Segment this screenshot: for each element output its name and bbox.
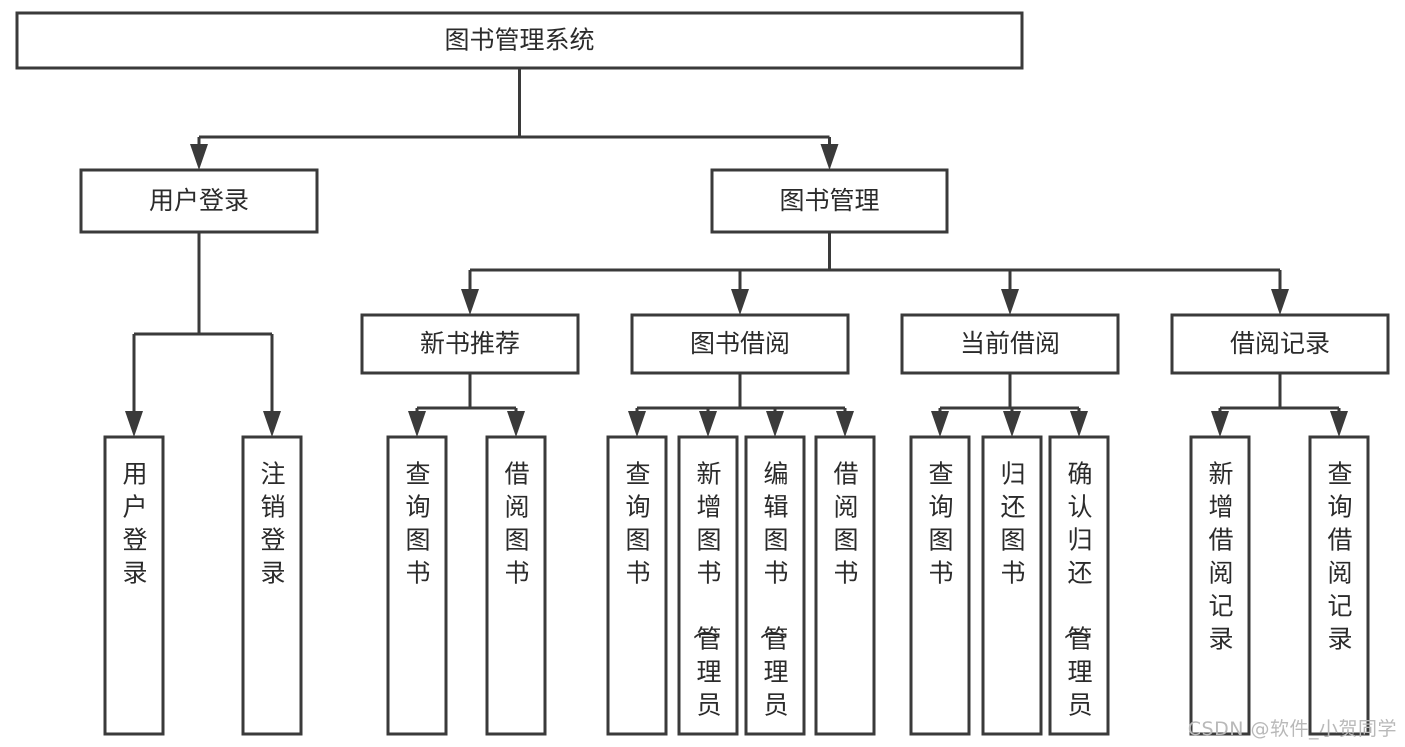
node-leaf-confirm-return[interactable]: 确认归还（管理员） (1048, 435, 1110, 747)
node-root[interactable]: 图书管理系统 (15, 11, 1024, 70)
node-user-login-box[interactable] (79, 168, 319, 234)
node-leaf-borrow-book-1-label: 借阅图书 (504, 460, 529, 588)
node-leaf-query-book-2[interactable]: 查询图书 (606, 435, 668, 736)
user-login-to-leaves-arrow-0 (125, 411, 143, 437)
node-leaf-return-book-box[interactable] (981, 435, 1043, 736)
node-leaf-query-book-2-box[interactable] (606, 435, 668, 736)
node-root-label: 图书管理系统 (444, 26, 594, 55)
node-leaf-borrow-book-2-label: 借阅图书 (833, 460, 858, 588)
node-leaf-add-borrow-record-box[interactable] (1189, 435, 1251, 736)
current-borrow-to-leaves-arrow-0 (931, 411, 949, 437)
node-new-book-recommend[interactable]: 新书推荐 (360, 313, 580, 375)
node-root-box[interactable] (15, 11, 1024, 70)
node-new-book-recommend-label: 新书推荐 (420, 329, 520, 358)
node-book-borrow-box[interactable] (630, 313, 850, 375)
user-login-to-leaves-arrow-1 (263, 411, 281, 437)
connectors-layer (125, 68, 1348, 437)
nodes-layer: 图书管理系统用户登录图书管理新书推荐图书借阅当前借阅借阅记录用户登录注销登录查询… (15, 11, 1390, 747)
book-manage-to-level3-arrow-3 (1271, 289, 1289, 315)
node-leaf-query-book-1-label: 查询图书 (405, 460, 430, 588)
new-book-recommend-to-leaves-arrow-0 (408, 411, 426, 437)
node-borrow-record-box[interactable] (1170, 313, 1390, 375)
node-leaf-borrow-book-2[interactable]: 借阅图书 (814, 435, 876, 736)
node-leaf-edit-book[interactable]: 编辑图书（管理员） (744, 435, 806, 747)
node-leaf-query-book-3-label: 查询图书 (928, 460, 953, 588)
root-to-level2-arrow-0 (190, 144, 208, 170)
node-leaf-confirm-return-box[interactable] (1048, 435, 1110, 736)
node-user-login[interactable]: 用户登录 (79, 168, 319, 234)
node-leaf-query-borrow-record-box[interactable] (1308, 435, 1370, 736)
node-leaf-add-borrow-record-label: 新增借阅记录 (1208, 460, 1233, 654)
node-current-borrow-label: 当前借阅 (960, 329, 1060, 358)
book-borrow-to-leaves-arrow-3 (836, 411, 854, 437)
node-leaf-query-book-3[interactable]: 查询图书 (909, 435, 971, 736)
node-borrow-record-label: 借阅记录 (1230, 329, 1330, 358)
book-borrow-to-leaves-arrow-0 (628, 411, 646, 437)
book-manage-to-level3-arrow-0 (461, 289, 479, 315)
borrow-record-to-leaves-arrow-1 (1330, 411, 1348, 437)
current-borrow-to-leaves-arrow-1 (1003, 411, 1021, 437)
node-leaf-user-login[interactable]: 用户登录 (103, 435, 165, 736)
node-leaf-borrow-book-1[interactable]: 借阅图书 (485, 435, 547, 736)
node-book-borrow-label: 图书借阅 (690, 329, 790, 358)
node-leaf-edit-book-label: 编辑图书（管理员） (757, 460, 788, 747)
node-book-manage-box[interactable] (710, 168, 949, 234)
node-leaf-query-book-1-box[interactable] (386, 435, 448, 736)
node-leaf-return-book-label: 归还图书 (1000, 460, 1025, 588)
node-current-borrow-box[interactable] (900, 313, 1120, 375)
node-leaf-query-book-2-label: 查询图书 (625, 460, 650, 588)
node-leaf-borrow-book-1-box[interactable] (485, 435, 547, 736)
node-leaf-query-book-3-box[interactable] (909, 435, 971, 736)
borrow-record-to-leaves-arrow-0 (1211, 411, 1229, 437)
node-leaf-add-book[interactable]: 新增图书（管理员） (677, 435, 739, 747)
node-leaf-logout-login-label: 注销登录 (260, 460, 285, 588)
node-leaf-add-book-box[interactable] (677, 435, 739, 736)
node-book-borrow[interactable]: 图书借阅 (630, 313, 850, 375)
node-book-manage-label: 图书管理 (779, 186, 879, 215)
node-leaf-query-book-1[interactable]: 查询图书 (386, 435, 448, 736)
node-leaf-user-login-label: 用户登录 (122, 460, 147, 588)
node-leaf-return-book[interactable]: 归还图书 (981, 435, 1043, 736)
node-leaf-query-borrow-record-label: 查询借阅记录 (1327, 460, 1352, 654)
node-leaf-edit-book-box[interactable] (744, 435, 806, 736)
book-manage-to-level3-arrow-2 (1001, 289, 1019, 315)
node-leaf-logout-login-box[interactable] (241, 435, 303, 736)
node-leaf-add-borrow-record[interactable]: 新增借阅记录 (1189, 435, 1251, 736)
node-book-manage[interactable]: 图书管理 (710, 168, 949, 234)
new-book-recommend-to-leaves-arrow-1 (507, 411, 525, 437)
root-to-level2-arrow-1 (820, 144, 839, 170)
book-borrow-to-leaves-arrow-2 (766, 411, 784, 437)
node-leaf-add-book-label: 新增图书（管理员） (690, 460, 721, 747)
node-leaf-user-login-box[interactable] (103, 435, 165, 736)
book-borrow-to-leaves-arrow-1 (699, 411, 717, 437)
node-borrow-record[interactable]: 借阅记录 (1170, 313, 1390, 375)
node-leaf-borrow-book-2-box[interactable] (814, 435, 876, 736)
csdn-watermark: CSDN @软件_小贺同学 (1187, 718, 1397, 740)
node-new-book-recommend-box[interactable] (360, 313, 580, 375)
node-current-borrow[interactable]: 当前借阅 (900, 313, 1120, 375)
node-leaf-logout-login[interactable]: 注销登录 (241, 435, 303, 736)
node-leaf-query-borrow-record[interactable]: 查询借阅记录 (1308, 435, 1370, 736)
current-borrow-to-leaves-arrow-2 (1070, 411, 1088, 437)
book-manage-to-level3-arrow-1 (731, 289, 749, 315)
node-user-login-label: 用户登录 (149, 186, 249, 215)
